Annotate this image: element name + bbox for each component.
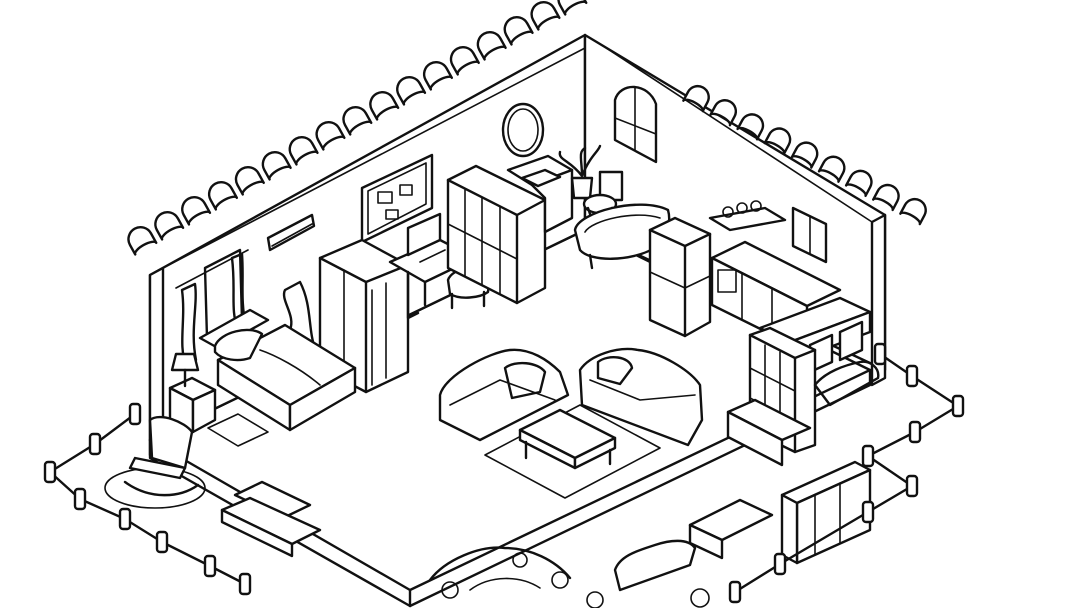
roof-tile	[557, 0, 588, 16]
roof-tile	[844, 169, 873, 198]
roof-tile	[422, 61, 454, 91]
fence-post	[908, 420, 922, 444]
fence-rail	[866, 454, 914, 488]
roof-tile	[127, 226, 158, 256]
roof-tile	[790, 141, 819, 169]
roof-tile	[288, 136, 319, 166]
fence-rail	[913, 404, 960, 434]
wall-shelf	[708, 200, 787, 232]
roof-tile	[736, 113, 765, 141]
fence-post	[118, 507, 132, 531]
roof-tile	[181, 196, 212, 226]
fence-rail	[866, 484, 914, 514]
kitchen-window	[791, 206, 828, 264]
round-mirror	[501, 102, 545, 158]
fence-post	[905, 364, 919, 388]
fence-post	[951, 394, 965, 418]
roof-tile	[476, 31, 507, 61]
potted-plant	[558, 144, 602, 200]
left-roof-tiles	[127, 0, 588, 256]
bulletin-board	[360, 153, 434, 244]
roof-tile	[234, 166, 265, 196]
fence-rail	[866, 430, 917, 458]
glass-cabinet	[446, 164, 547, 305]
air-conditioner	[266, 213, 316, 252]
fence-post	[861, 500, 875, 524]
refrigerator	[648, 216, 712, 338]
roof-tile	[261, 151, 292, 181]
roof-tile	[315, 121, 346, 151]
fence-post	[43, 460, 57, 484]
fence-rail	[778, 510, 870, 566]
fence-post	[861, 444, 875, 468]
fence-rail	[160, 540, 212, 568]
roof-tile	[342, 106, 373, 136]
fence-rail	[93, 412, 137, 446]
front-steps	[220, 480, 774, 560]
fence-post	[773, 552, 787, 576]
fence-post	[88, 432, 102, 456]
bed	[198, 308, 357, 432]
sofa-left	[438, 348, 570, 442]
roof-tile	[503, 16, 534, 46]
fence-post	[728, 580, 742, 604]
fence	[43, 342, 965, 604]
fence-post	[203, 554, 217, 578]
fence-post	[873, 342, 887, 366]
outdoor-shed	[780, 460, 872, 565]
fence-rail	[48, 442, 97, 474]
roof-tile	[154, 211, 185, 241]
bedroom-rug	[207, 413, 269, 447]
sofa-right	[578, 347, 704, 447]
wardrobe	[318, 238, 410, 394]
coffee-table	[518, 408, 617, 470]
fence-rail	[910, 374, 960, 408]
garden-bushes	[613, 360, 880, 592]
rocking-chair	[104, 415, 206, 509]
roof-tile	[682, 85, 710, 113]
arched-window	[613, 85, 658, 164]
roof-tile	[763, 127, 792, 155]
roof-tile	[709, 99, 738, 127]
fence-rail	[78, 497, 127, 521]
roof-tile	[207, 181, 239, 211]
roof-tile	[899, 198, 927, 226]
roof-tile	[396, 76, 427, 106]
bathroom-sink	[506, 154, 574, 234]
roof-tile	[872, 183, 900, 212]
roof-tile	[449, 46, 480, 76]
roof-tile	[530, 1, 561, 31]
fence-post	[905, 474, 919, 498]
fence-post	[128, 402, 142, 426]
fence-rail	[733, 562, 782, 594]
garden-rocks	[428, 546, 710, 608]
fence-post	[238, 572, 252, 596]
fence-post	[155, 530, 169, 554]
roof-tile	[817, 155, 846, 183]
right-roof-tiles	[682, 85, 927, 226]
entry-cabinet	[726, 398, 812, 467]
fence-post	[73, 487, 87, 511]
roof-tile	[369, 91, 400, 121]
